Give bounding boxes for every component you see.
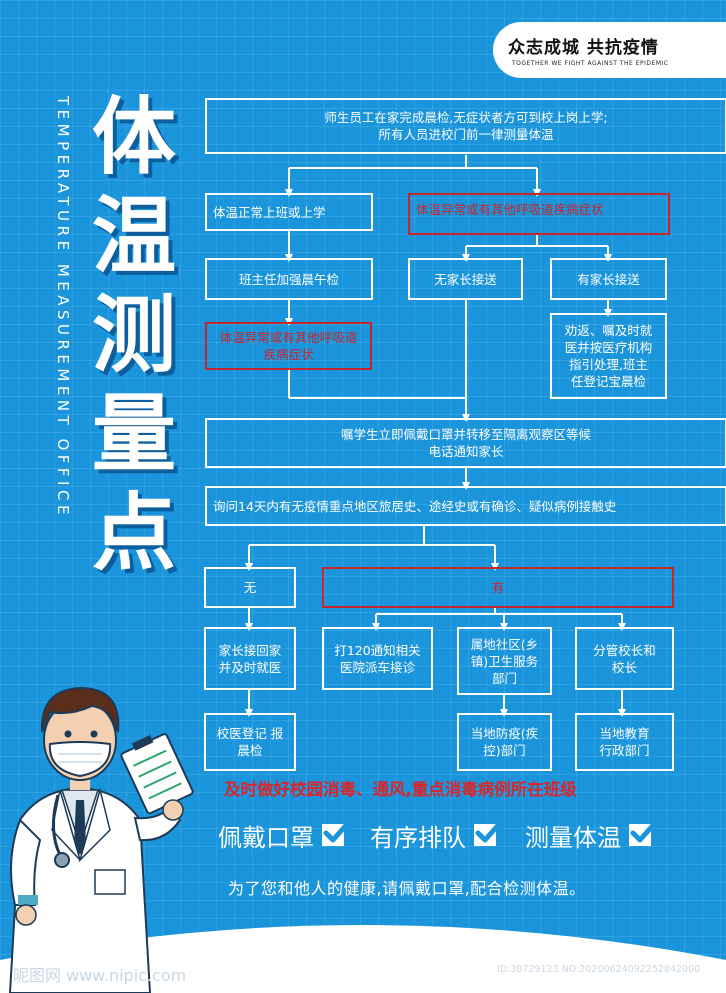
flow-yes: 有 bbox=[322, 567, 674, 608]
side-title-english: TEMPERATURE MEASUREMENT OFFICE bbox=[54, 96, 72, 519]
flow-no-parent-text: 无家长接送 bbox=[434, 271, 497, 287]
check-label-temperature: 测量体温 bbox=[525, 823, 621, 852]
flow-has-parent-text: 有家长接送 bbox=[577, 271, 640, 287]
page-title: 体温测量点 bbox=[91, 88, 176, 582]
flow-normal: 体温正常上班或上学 bbox=[205, 193, 373, 231]
flow-school-doctor-text: 校医登记 报 晨检 bbox=[216, 726, 284, 758]
slogan-subtext: TOGETHER WE FIGHT AGAINST THE EPIDEMIC bbox=[512, 60, 669, 67]
flow-no-parent: 无家长接送 bbox=[408, 258, 523, 300]
flow-principal: 分管校长和 校长 bbox=[575, 627, 674, 690]
flow-start-text: 师生员工在家完成晨检,无症状者方可到校上岗上学; 所有人员进校门前一律测量体温 bbox=[324, 110, 608, 142]
flow-epidemic-dept: 当地防疫(疾 控)部门 bbox=[457, 713, 552, 771]
check-item-queue: 有序排队 bbox=[370, 815, 503, 855]
checkbox-checked-icon bbox=[474, 820, 503, 846]
bottom-wave bbox=[0, 925, 726, 993]
flow-community-text: 属地社区(乡 镇)卫生服务 部门 bbox=[470, 636, 539, 686]
flow-abnormal-text: 体温异常或有其他呼吸道疾病症状 bbox=[416, 202, 604, 217]
flow-inquire-text: 询问14天内有无疫情重点地区旅居史、途经史或有确诊、疑似病例接触史 bbox=[213, 498, 617, 514]
flow-no-text: 无 bbox=[243, 580, 257, 595]
flow-education-dept: 当地教育 行政部门 bbox=[575, 713, 674, 771]
flow-community: 属地社区(乡 镇)卫生服务 部门 bbox=[457, 627, 552, 695]
flow-call-120: 打120通知相关 医院派车接诊 bbox=[322, 627, 433, 690]
flow-persuade: 劝返、嘱及时就 医并按医疗机构 指引处理,班主 任登记宝晨检 bbox=[550, 313, 667, 399]
flow-morning-check-text: 班主任加强晨午检 bbox=[238, 271, 339, 287]
check-label-queue: 有序排队 bbox=[370, 823, 466, 852]
flow-normal-text: 体温正常上班或上学 bbox=[213, 204, 326, 220]
slogan-text: 众志成城 共抗疫情 bbox=[508, 38, 659, 58]
flow-no: 无 bbox=[204, 567, 296, 608]
checkbox-checked-icon bbox=[322, 820, 351, 846]
flow-epidemic-dept-text: 当地防疫(疾 控)部门 bbox=[470, 726, 539, 758]
check-label-mask: 佩戴口罩 bbox=[218, 823, 314, 852]
flow-school-doctor: 校医登记 报 晨检 bbox=[204, 713, 296, 771]
slogan-banner bbox=[493, 22, 726, 78]
flow-parent-pickup-text: 家长接回家 并及时就医 bbox=[218, 642, 282, 675]
flow-abnormal: 体温异常或有其他呼吸道疾病症状 bbox=[408, 193, 670, 235]
flow-inquire: 询问14天内有无疫情重点地区旅居史、途经史或有确诊、疑似病例接触史 bbox=[205, 486, 726, 526]
doctor-illustration bbox=[8, 686, 194, 993]
watermark-site: 昵图网 www.nipic.com bbox=[13, 966, 187, 985]
flow-principal-text: 分管校长和 校长 bbox=[593, 642, 656, 675]
flow-call-120-text: 打120通知相关 医院派车接诊 bbox=[334, 642, 421, 675]
flow-education-dept-text: 当地教育 行政部门 bbox=[599, 726, 650, 758]
flow-abnormal-2: 体温异常或有其他呼吸道 疾病症状 bbox=[205, 322, 372, 370]
flow-isolate-text: 嘱学生立即佩戴口罩并转移至隔离观察区等候 电话通知家长 bbox=[340, 427, 591, 459]
flow-has-parent: 有家长接送 bbox=[550, 258, 667, 300]
flow-parent-pickup: 家长接回家 并及时就医 bbox=[204, 627, 296, 690]
footer-message: 为了您和他人的健康,请佩戴口罩,配合检测体温。 bbox=[228, 879, 586, 898]
flow-abnormal-2-text: 体温异常或有其他呼吸道 疾病症状 bbox=[219, 330, 358, 362]
flow-persuade-text: 劝返、嘱及时就 医并按医疗机构 指引处理,班主 任登记宝晨检 bbox=[564, 323, 653, 389]
disinfection-notice: 及时做好校园消毒、通风,重点消毒病例所在班级 bbox=[224, 780, 577, 799]
flow-morning-check: 班主任加强晨午检 bbox=[205, 258, 373, 300]
watermark-id: ID:30729123 NO:20200624092252842000 bbox=[497, 964, 701, 975]
check-item-temperature: 测量体温 bbox=[525, 815, 658, 855]
checkbox-checked-icon bbox=[629, 820, 658, 846]
flow-yes-text: 有 bbox=[491, 580, 505, 595]
flow-isolate: 嘱学生立即佩戴口罩并转移至隔离观察区等候 电话通知家长 bbox=[205, 418, 726, 468]
check-item-mask: 佩戴口罩 bbox=[218, 815, 351, 855]
flow-start: 师生员工在家完成晨检,无症状者方可到校上岗上学; 所有人员进校门前一律测量体温 bbox=[205, 98, 726, 154]
